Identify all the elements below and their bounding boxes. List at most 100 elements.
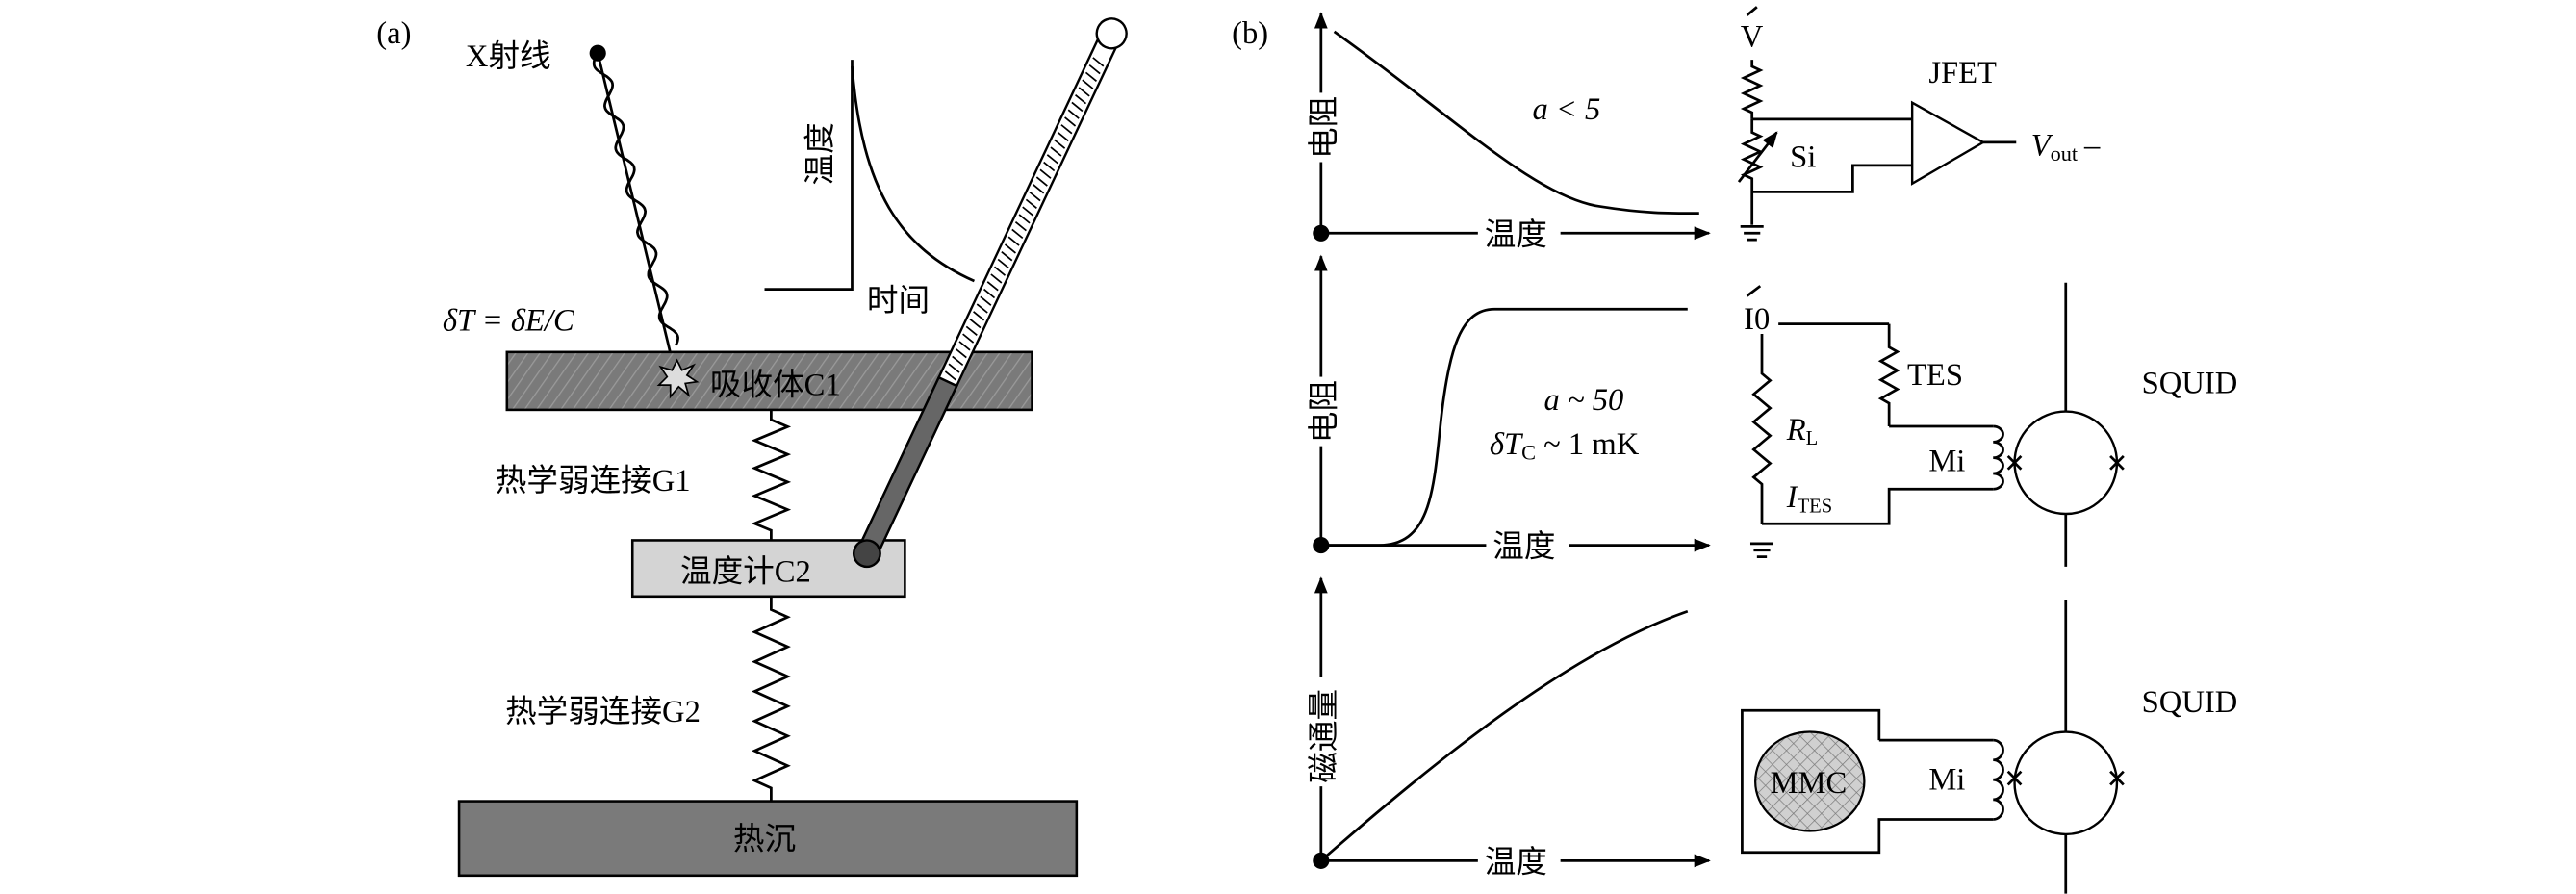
panel-a-label: (a) (376, 16, 411, 51)
ites-label: ITES (1786, 480, 1832, 517)
row3-flux-curve (1319, 609, 1689, 862)
mmc-label: MMC (1771, 766, 1848, 801)
thermometer-tick (1082, 79, 1094, 89)
inset-y-label: 温度 (803, 122, 838, 185)
thermometer-tick (986, 281, 999, 292)
thermometer-tick (952, 355, 964, 367)
thermometer-tick (997, 258, 1009, 269)
row3-josephson-junction-icons (2006, 770, 2125, 786)
thermometer-tick (1075, 94, 1087, 105)
thermometer-tick (1060, 124, 1073, 135)
thermometer-block-label: 温度计C2 (680, 553, 811, 589)
jfet-amplifier-icon (1910, 100, 1986, 186)
thermometer-tick (973, 311, 985, 321)
jfet-label: JFET (1928, 56, 1997, 90)
tes-resistor (1877, 323, 1900, 427)
xray-source-dot (589, 44, 606, 62)
row3-x-label: 温度 (1485, 844, 1547, 880)
thermometer-tick (1057, 131, 1069, 142)
row3-squid-loop-icon (2013, 730, 2119, 836)
row1-plot: 电阻 温度 a < 5 (1297, 12, 1711, 252)
thermometer-tick (1014, 221, 1027, 232)
rl-label: RL (1786, 413, 1819, 449)
row1-alpha-label: a < 5 (1532, 92, 1600, 127)
absorber-label: 吸收体C1 (710, 367, 841, 402)
thermometer-tick (1004, 243, 1016, 254)
row2-plot: 电阻 温度 a ~ 50 δTC ~ 1 mK (1297, 254, 1711, 565)
thermometer-tick (1035, 176, 1048, 187)
panel-b: (b) 电阻 温度 a < 5 V Si JFET Vout– (1232, 6, 2238, 894)
row2-circuit: I0 TES RL ITES Mi SQUID (1744, 282, 2238, 567)
row2-josephson-junction-icons (2006, 454, 2125, 471)
mmc-sensor (1754, 730, 1866, 832)
row1-bias-resistor (1740, 60, 1764, 119)
thermometer-tick (1007, 236, 1020, 246)
thermal-link-g2-label: 热学弱连接G2 (505, 694, 701, 729)
row3-coil-label: Mi (1928, 763, 1965, 798)
thermometer-tick (980, 295, 992, 306)
row3-input-coil-icon (1993, 738, 2004, 821)
panel-b-label: (b) (1232, 16, 1268, 51)
thermometer-tick (1025, 198, 1037, 209)
thermometer-tick (976, 303, 988, 314)
thermometer-tick (1001, 251, 1013, 262)
load-resistor (1751, 333, 1773, 524)
inset-axes (764, 60, 854, 291)
xray-path-line (596, 52, 677, 369)
xray-wavy-path (592, 52, 679, 346)
thermometer-tick (1078, 87, 1090, 97)
tes-label: TES (1907, 358, 1963, 393)
row2-coil-label: Mi (1928, 444, 1965, 478)
row2-bias-label: I0 (1744, 302, 1770, 337)
impact-star-icon (656, 358, 700, 399)
thermometer-tick (1092, 57, 1105, 67)
vout-label: Vout– (2031, 129, 2101, 166)
row3-y-label: 磁通量 (1307, 689, 1342, 783)
row1-origin-dot (1313, 224, 1330, 242)
row1-si-label: Si (1790, 140, 1816, 175)
thermometer-tick (1067, 109, 1080, 119)
heatsink-label: 热沉 (733, 821, 796, 856)
row2-squid-loop-icon (2013, 410, 2119, 516)
row1-bias-label: V (1741, 19, 1764, 54)
row2-alpha-label: a ~ 50 (1543, 383, 1623, 418)
row3-squid-label: SQUID (2142, 685, 2238, 720)
row2-squid-label: SQUID (2142, 367, 2238, 401)
row2-dtc-label: δTC ~ 1 mK (1490, 427, 1640, 464)
thermometer-tick (1022, 206, 1034, 217)
thermometer-tick (1043, 161, 1056, 172)
thermometer-tick (1064, 116, 1077, 127)
thermometer-tick (965, 325, 978, 336)
row2-y-label: 电阻 (1307, 380, 1342, 443)
row2-x-label: 温度 (1492, 529, 1555, 565)
heatsink-block (457, 800, 1079, 878)
thermal-link-g1-label: 热学弱连接G1 (496, 463, 691, 498)
thermometer-tick (993, 266, 1007, 276)
thermometer-tick (944, 370, 956, 381)
row1-x-label: 温度 (1485, 217, 1547, 252)
thermometer-tick (948, 363, 960, 373)
thermometer-tick (990, 273, 1003, 284)
mmc-housing (1741, 708, 1994, 855)
thermometer-tick (1084, 71, 1098, 83)
thermometer-tick (955, 347, 967, 359)
thermometer-tick (969, 318, 982, 329)
panel-a: (a) X射线 δT = δE/C 温度 时间 吸收体C1 热学弱连接G1 热学… (376, 16, 1128, 878)
row2-ground-icon (1749, 542, 1774, 558)
thermometer-tick (1018, 214, 1031, 224)
thermometer-tick (1050, 146, 1062, 157)
row1-y-label: 电阻 (1307, 96, 1342, 159)
formula-label: δT = δE/C (443, 304, 575, 339)
row2-resistance-curve (1320, 307, 1688, 547)
row3-plot: 磁通量 温度 (1297, 576, 1711, 880)
thermometer-tick (958, 341, 971, 351)
thermometer-tick (1011, 228, 1024, 240)
row1-variable-arrow (1737, 131, 1778, 183)
thermometer-icon (852, 17, 1128, 569)
thermometer-tick (1071, 101, 1084, 113)
thermometer-tick (983, 288, 996, 299)
row1-resistance-curve (1333, 30, 1699, 216)
row1-ground-icon (1740, 225, 1764, 242)
row2-input-coil-icon (1993, 424, 2004, 491)
row1-circuit: V Si JFET Vout– (1737, 6, 2101, 242)
